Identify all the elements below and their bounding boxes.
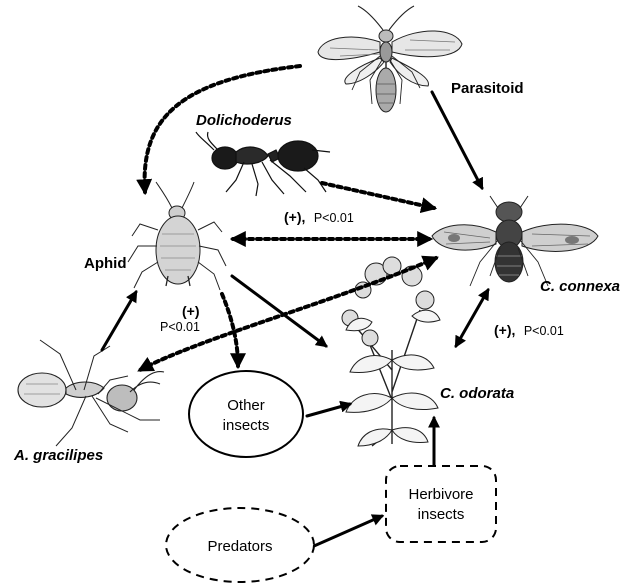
arrow-other-insects-odorata (307, 404, 350, 416)
stat-aphid-connexa-sign: (+), (284, 209, 305, 225)
dolichoderus-ant-illustration (196, 132, 330, 196)
herbivore-insects-label-line2: insects (418, 506, 465, 523)
herbivore-insects-node (386, 466, 496, 542)
aphid-label: Aphid (84, 255, 127, 272)
stat-connexa-odorata-p: P<0.01 (524, 324, 564, 338)
other-insects-node (189, 371, 303, 457)
c-odorata-label: C. odorata (440, 385, 514, 402)
arrow-gracilipes-aphid (102, 292, 136, 350)
stat-connexa-odorata: (+), P<0.01 (494, 322, 564, 339)
arrow-connexa-odorata (456, 290, 488, 346)
stat-connexa-odorata-sign: (+), (494, 322, 515, 338)
arrow-aphid-odorata (232, 276, 326, 346)
herbivore-insects-label-line1: Herbivore (408, 486, 473, 503)
arrow-parasitoid-connexa (432, 92, 482, 188)
stat-aphid-other-sign: (+) (182, 303, 200, 319)
stat-aphid-other-p: P<0.01 (160, 320, 200, 334)
arrow-predators-herbivores (314, 516, 382, 546)
a-gracilipes-ant-illustration (18, 340, 164, 446)
c-odorata-plant-illustration (342, 257, 440, 446)
parasitoid-label: Parasitoid (451, 80, 524, 97)
other-insects-label-line1: Other (227, 397, 265, 414)
c-connexa-fly-illustration (432, 196, 598, 286)
predators-label: Predators (207, 538, 272, 555)
aphid-illustration (128, 182, 226, 290)
c-connexa-label: C. connexa (540, 278, 620, 295)
arrow-parasitoid-aphid (145, 66, 300, 192)
stat-aphid-connexa-p: P<0.01 (314, 211, 354, 225)
a-gracilipes-label: A. gracilipes (13, 447, 103, 464)
other-insects-label-line2: insects (223, 417, 270, 434)
arrow-dolichoderus-connexa (322, 183, 434, 208)
stat-aphid-connexa: (+), P<0.01 (284, 209, 354, 226)
parasitoid-wasp-illustration (318, 6, 462, 112)
dolichoderus-label: Dolichoderus (196, 112, 292, 129)
